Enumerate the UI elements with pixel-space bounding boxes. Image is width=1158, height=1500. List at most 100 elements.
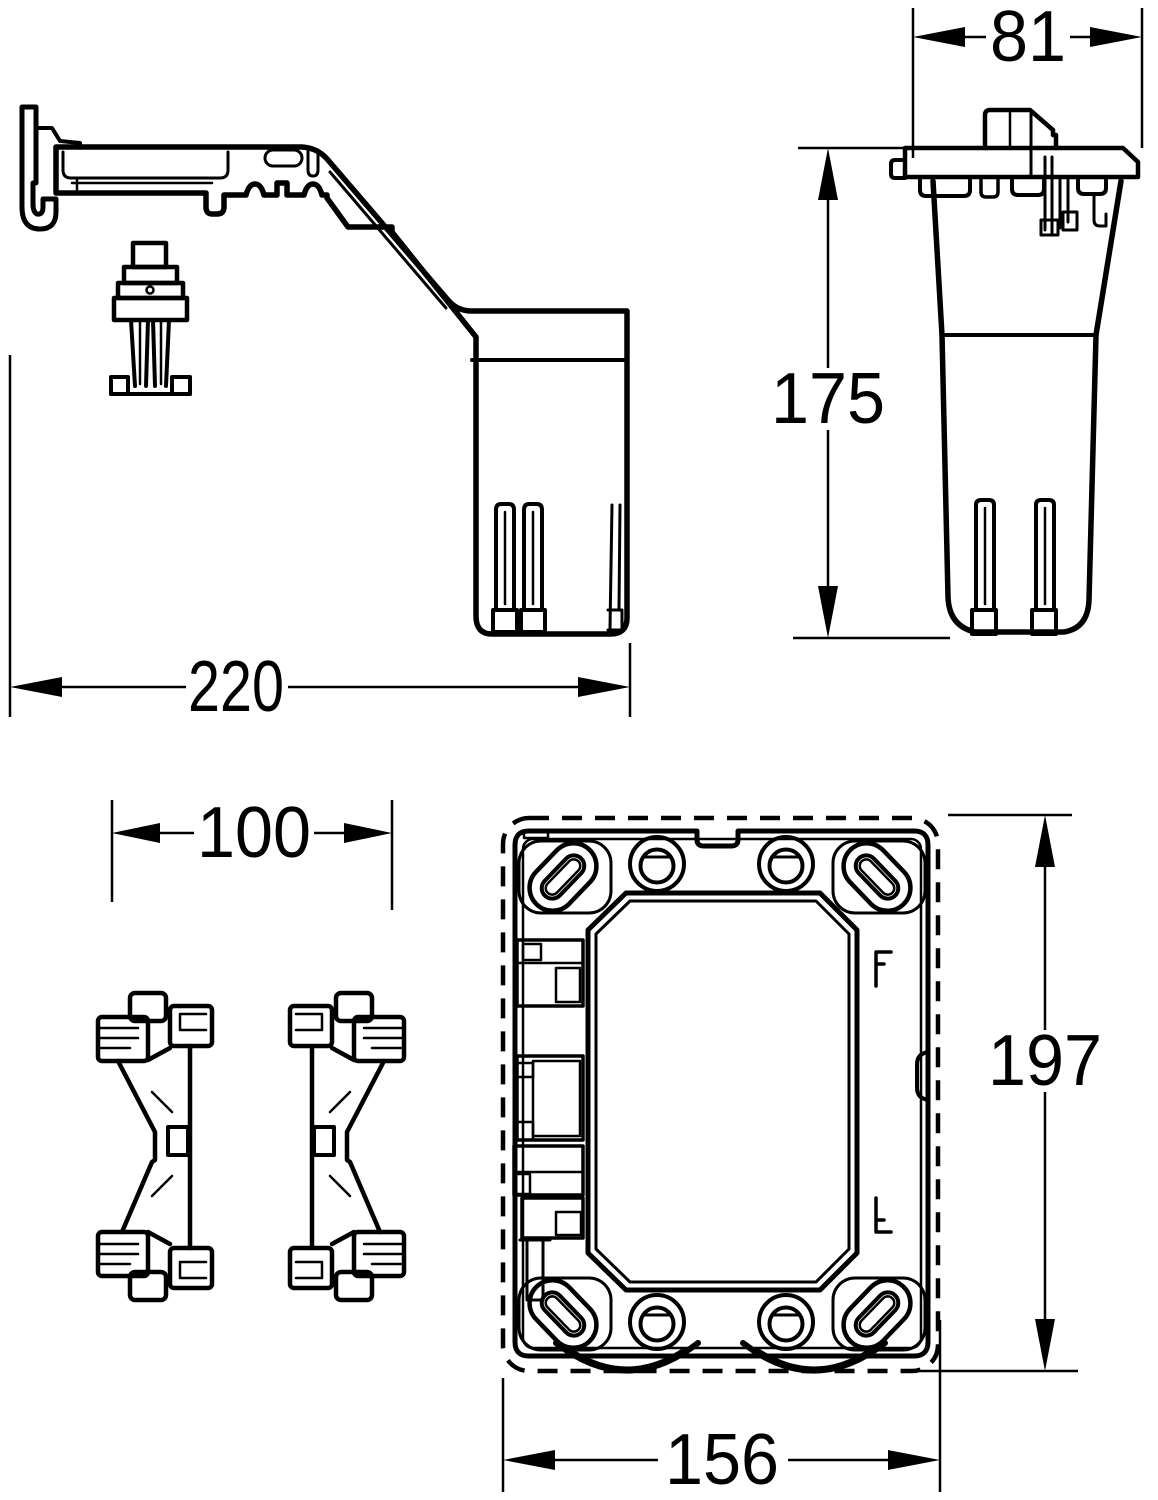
clip-top-left-teeth: [98, 1026, 140, 1050]
flange-hook-b: [979, 178, 1000, 199]
frame-left-pockets: [512, 938, 585, 1302]
clip-top-left-block: [95, 1014, 151, 1064]
dimension-220: 220: [8, 355, 632, 727]
tower-top: [130, 240, 169, 270]
dimension-81-arrow-right: [1090, 27, 1142, 47]
dimension-156-label: 156: [665, 1420, 779, 1500]
clip-bottom-left-teeth: [98, 1242, 140, 1266]
tower-dot: [145, 285, 155, 295]
dimension-100-arrow-right: [344, 823, 392, 843]
dimension-156-extension-lines: [501, 1320, 942, 1492]
wall-hook-tab: [34, 126, 82, 149]
flange-outline: [902, 145, 1141, 180]
dimension-197-label: 197: [988, 1021, 1102, 1101]
clip-bottom-right-hook: [178, 1260, 208, 1280]
dimension-197-arrow-top: [1035, 815, 1055, 867]
dimension-100-arrow-left: [112, 823, 160, 843]
frame-right-bracket-bottom: [874, 1196, 893, 1234]
valve-pin-part: [109, 240, 192, 396]
cartridge-pin-left-foot: [970, 608, 998, 636]
tower-leg-lines: [138, 320, 163, 386]
container-pin-2-foot: [519, 608, 547, 634]
frame-right-notch: [915, 1050, 930, 1102]
tower-collar: [111, 295, 190, 323]
flange-tower: [982, 107, 1059, 151]
tower-legs: [129, 318, 171, 388]
oval-slot-top-right: [831, 839, 927, 915]
dimension-220-arrow-left: [10, 677, 62, 697]
dimension-197: 197: [905, 813, 1102, 1373]
clip-body: [115, 1043, 193, 1251]
clip-bottom-left-block: [95, 1229, 151, 1279]
flange-tab-b: [1010, 178, 1046, 197]
frame-top-tick: [522, 829, 550, 840]
arm-slot: [306, 148, 320, 178]
dimension-156: 156: [501, 1320, 942, 1500]
round-hole-top-right: [757, 835, 815, 893]
clip-bottom-tab: [127, 1269, 169, 1303]
container-pin-1: [494, 502, 516, 612]
round-hole-bottom-right: [757, 1293, 815, 1351]
dimension-175-label: 175: [771, 359, 885, 439]
dimension-220-extension-lines: [8, 355, 632, 717]
frame-opening-inner: [594, 899, 851, 1284]
dimension-156-arrow-right: [888, 1450, 940, 1470]
dimension-175-arrow-top: [818, 148, 838, 200]
flange-left-hook: [889, 158, 907, 180]
round-hole-bottom-left: [628, 1293, 686, 1351]
flange-tab-a: [918, 178, 972, 198]
dimension-156-arrow-left: [503, 1450, 555, 1470]
clip-mid-tab: [166, 1125, 190, 1157]
dimension-220-label: 220: [188, 647, 284, 727]
clip-left: [95, 990, 215, 1303]
cartridge-body: [930, 178, 1124, 635]
tower-foot-right: [170, 375, 192, 396]
front-view-cartridge: [889, 107, 1141, 636]
tower-foot-left: [109, 375, 130, 396]
tower-step1: [121, 264, 180, 286]
frame-dashed-outline: [500, 815, 941, 1374]
sleeve-l-piece: [1092, 192, 1108, 228]
frame-right-bracket-top: [874, 950, 893, 988]
round-hole-top-left: [628, 835, 686, 893]
cartridge-pin-right: [1034, 498, 1056, 612]
sleeve-lines: [1043, 155, 1070, 237]
container-pin-3: [606, 503, 624, 632]
oval-slot-top-left: [517, 839, 613, 915]
wall-hook: [19, 104, 59, 232]
arm-pocket: [61, 150, 230, 180]
frame-spring-wings: [553, 1340, 888, 1374]
clip-top-right-hook: [178, 1012, 208, 1032]
clip-bottom-right-block: [167, 1245, 215, 1291]
mounting-frame: [500, 815, 941, 1374]
dimension-100-label: 100: [197, 793, 311, 873]
arm-diagonal-inner: [328, 170, 448, 310]
dimension-81-extension-lines: [911, 8, 1144, 158]
container-pin-1-foot: [491, 608, 519, 634]
frame-outer: [512, 828, 931, 1359]
cartridge-pin-left: [974, 498, 996, 612]
dimension-175: 175: [771, 146, 950, 640]
dimension-197-extension-lines: [905, 813, 1078, 1373]
dimension-175-extension-lines: [793, 146, 950, 640]
clip-hatch: [150, 1090, 174, 1198]
clip-top-right-block: [167, 1003, 215, 1049]
side-view-bracket: [19, 104, 630, 637]
dimension-100: 100: [110, 793, 394, 910]
dimension-81-arrow-left: [913, 27, 965, 47]
sleeve-foot-1: [1039, 218, 1060, 237]
frame-opening-outer: [585, 890, 860, 1293]
flange-tab-c: [1076, 178, 1108, 196]
dimension-197-arrow-bottom: [1035, 1319, 1055, 1371]
dimension-100-extension-lines: [110, 800, 394, 910]
frame-inner-line: [521, 837, 923, 1350]
cartridge-pin-right-foot: [1030, 608, 1058, 636]
sleeve-foot-2: [1061, 210, 1079, 232]
oval-slot-bottom-left: [517, 1276, 613, 1352]
arm-outline: [53, 144, 630, 637]
dimension-81: 81: [911, 0, 1144, 158]
dimension-220-arrow-right: [578, 677, 630, 697]
container-pin-2: [522, 502, 544, 612]
